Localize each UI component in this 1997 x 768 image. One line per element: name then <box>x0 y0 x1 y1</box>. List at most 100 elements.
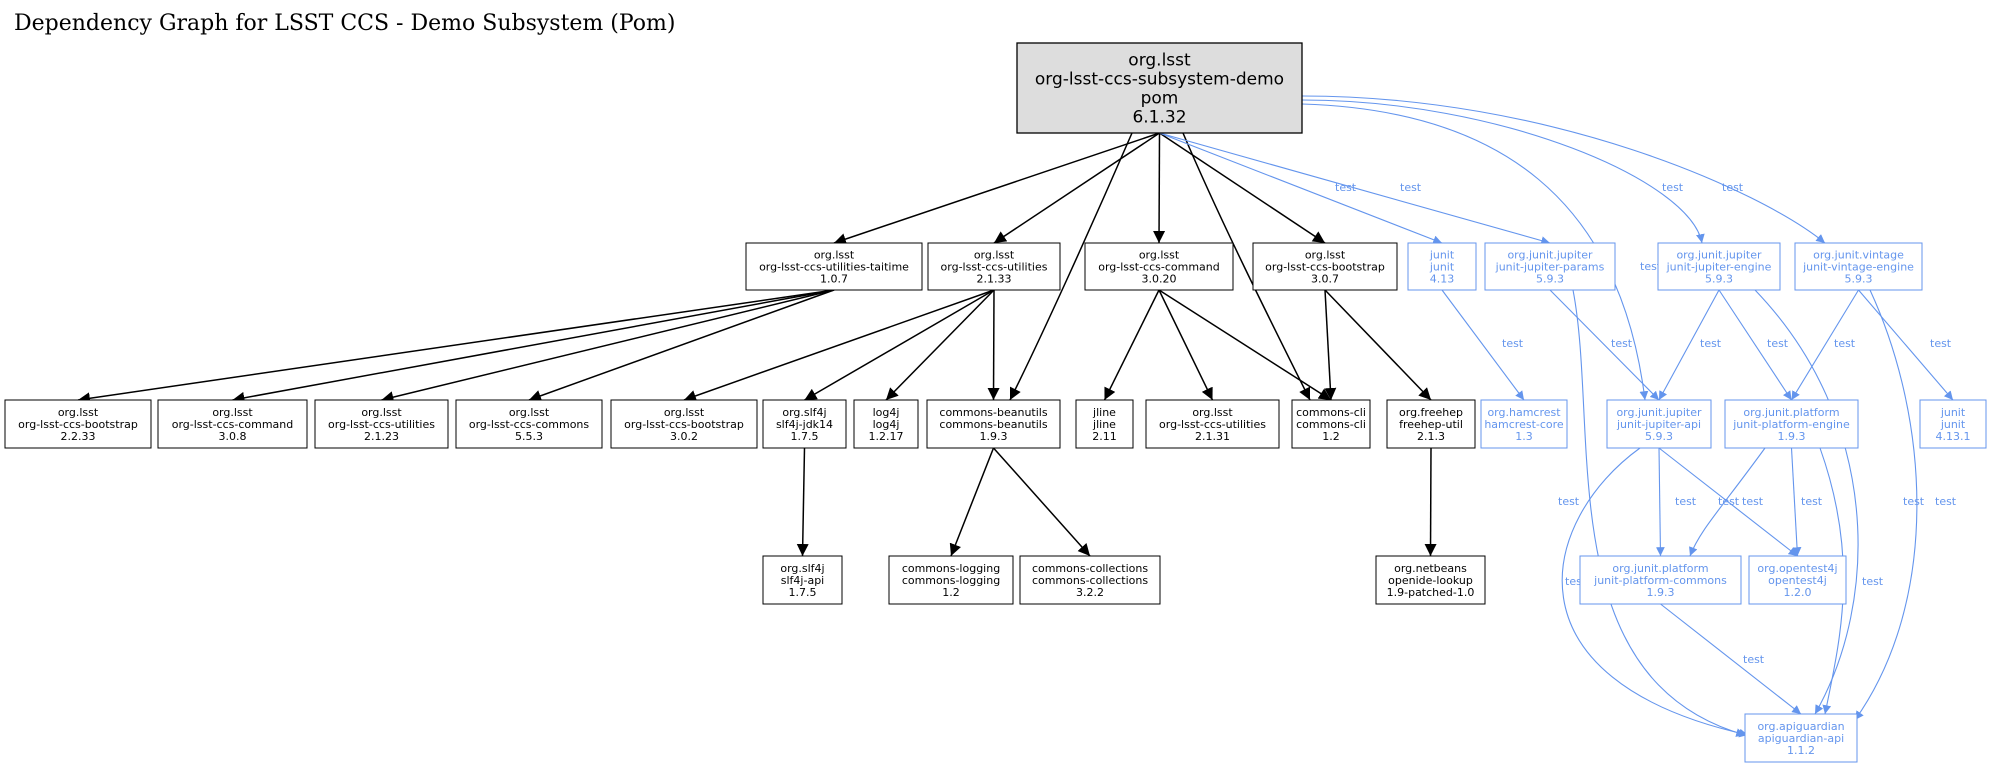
node-label-line: org-lsst-ccs-commons <box>469 418 590 431</box>
node-label-line: slf4j-api <box>781 574 824 587</box>
node-label-line: pom <box>1141 89 1179 109</box>
node-label-line: commons-logging <box>902 562 1000 575</box>
node-label-line: 2.1.3 <box>1417 430 1445 443</box>
node-box <box>1386 399 1476 449</box>
edge-util2133-to-beanutils <box>987 289 1000 401</box>
node-label-line: commons-beanutils <box>939 406 1047 419</box>
edge-root-to-boot307 <box>1159 132 1326 244</box>
node-box <box>1579 555 1742 605</box>
node-label-line: 1.2.0 <box>1784 586 1812 599</box>
node-label-line: junit <box>1940 406 1966 419</box>
node-label-line: org-lsst-ccs-utilities <box>328 418 435 431</box>
edge-params-to-japi <box>1549 289 1660 401</box>
edge-label: test <box>1558 495 1580 508</box>
node-root[interactable]: org.lsstorg-lsst-ccs-subsystem-demopom6.… <box>1016 42 1303 134</box>
node-label-line: 1.0.7 <box>820 272 848 285</box>
node-label-line: org-lsst-ccs-subsystem-demo <box>1035 70 1284 90</box>
edge-taitime-to-util2123 <box>381 289 835 403</box>
node-collections[interactable]: commons-collectionscommons-collections3.… <box>1019 555 1161 605</box>
edge-label: test <box>1862 575 1884 588</box>
node-label-line: org.netbeans <box>1394 562 1467 575</box>
node-box <box>314 399 449 449</box>
node-label-line: freehep-util <box>1399 418 1463 431</box>
node-box <box>1019 555 1161 605</box>
edge-taitime-to-cmd308 <box>232 289 835 404</box>
node-box <box>1407 242 1477 291</box>
edge-boot307-to-freehep <box>1324 289 1432 401</box>
node-label-line: org.lsst <box>1192 406 1233 419</box>
node-label-line: commons-beanutils <box>939 418 1047 431</box>
node-label-line: openide-lookup <box>1388 574 1473 587</box>
node-label-line: commons-logging <box>902 574 1000 587</box>
node-taitime[interactable]: org.lsstorg-lsst-ccs-utilities-taitime1.… <box>745 242 923 291</box>
edge-label: test <box>1801 495 1823 508</box>
edge-root-to-params <box>1159 132 1551 245</box>
edge-pengine-to-pcommons <box>1689 447 1766 557</box>
node-params[interactable]: org.junit.jupiterjunit-jupiter-params5.9… <box>1484 242 1616 291</box>
edge-root-to-junit413 <box>1159 132 1443 244</box>
node-label-line: junit-jupiter-api <box>1616 418 1701 431</box>
node-label-line: 3.2.2 <box>1076 586 1104 599</box>
edge-label: test <box>1767 337 1789 350</box>
edge-taitime-to-boot2233 <box>77 289 835 405</box>
edge-util2133-to-boot302 <box>683 289 995 402</box>
node-openide[interactable]: org.netbeansopenide-lookup1.9-patched-1.… <box>1375 555 1486 605</box>
node-label-line: 1.1.2 <box>1787 744 1815 757</box>
edge-taitime-to-commons553 <box>528 289 835 402</box>
node-label-line: 1.9.3 <box>1778 430 1806 443</box>
edge-boot307-to-cli <box>1324 289 1337 401</box>
node-label-line: commons-collections <box>1032 562 1148 575</box>
node-pcommons[interactable]: org.junit.platformjunit-platform-commons… <box>1579 555 1742 605</box>
node-box <box>926 399 1061 449</box>
edge-root-to-util2133 <box>993 132 1160 244</box>
node-label-line: junit <box>1429 248 1455 261</box>
node-box <box>1375 555 1486 605</box>
nodes-layer: org.lsstorg-lsst-ccs-subsystem-demopom6.… <box>4 42 1987 763</box>
node-vintage[interactable]: org.junit.vintagejunit-vintage-engine5.9… <box>1794 242 1923 291</box>
node-label-line: junit-jupiter-engine <box>1666 260 1772 273</box>
node-label-line: junit <box>1940 418 1966 431</box>
node-label-line: org.junit.jupiter <box>1616 406 1702 419</box>
node-pengine[interactable]: org.junit.platformjunit-platform-engine1… <box>1724 399 1859 449</box>
node-box <box>853 399 919 449</box>
node-box <box>1919 399 1987 449</box>
node-label-line: 5.9.3 <box>1645 430 1673 443</box>
node-box <box>927 242 1061 291</box>
node-label-line: org.lsst <box>361 406 402 419</box>
node-box <box>1145 399 1280 449</box>
edge-beanutils-to-collections <box>992 447 1091 557</box>
node-label-line: log4j <box>873 406 900 419</box>
node-label-line: commons-cli <box>1296 406 1366 419</box>
node-jengine[interactable]: org.junit.jupiterjunit-jupiter-engine5.9… <box>1657 242 1781 291</box>
node-label-line: slf4j-jdk14 <box>776 418 833 431</box>
node-label-line: jline <box>1092 418 1116 431</box>
node-label-line: log4j <box>873 418 900 431</box>
edge-label: test <box>1742 495 1764 508</box>
node-label-line: 1.2 <box>942 586 960 599</box>
node-box <box>1084 242 1234 291</box>
